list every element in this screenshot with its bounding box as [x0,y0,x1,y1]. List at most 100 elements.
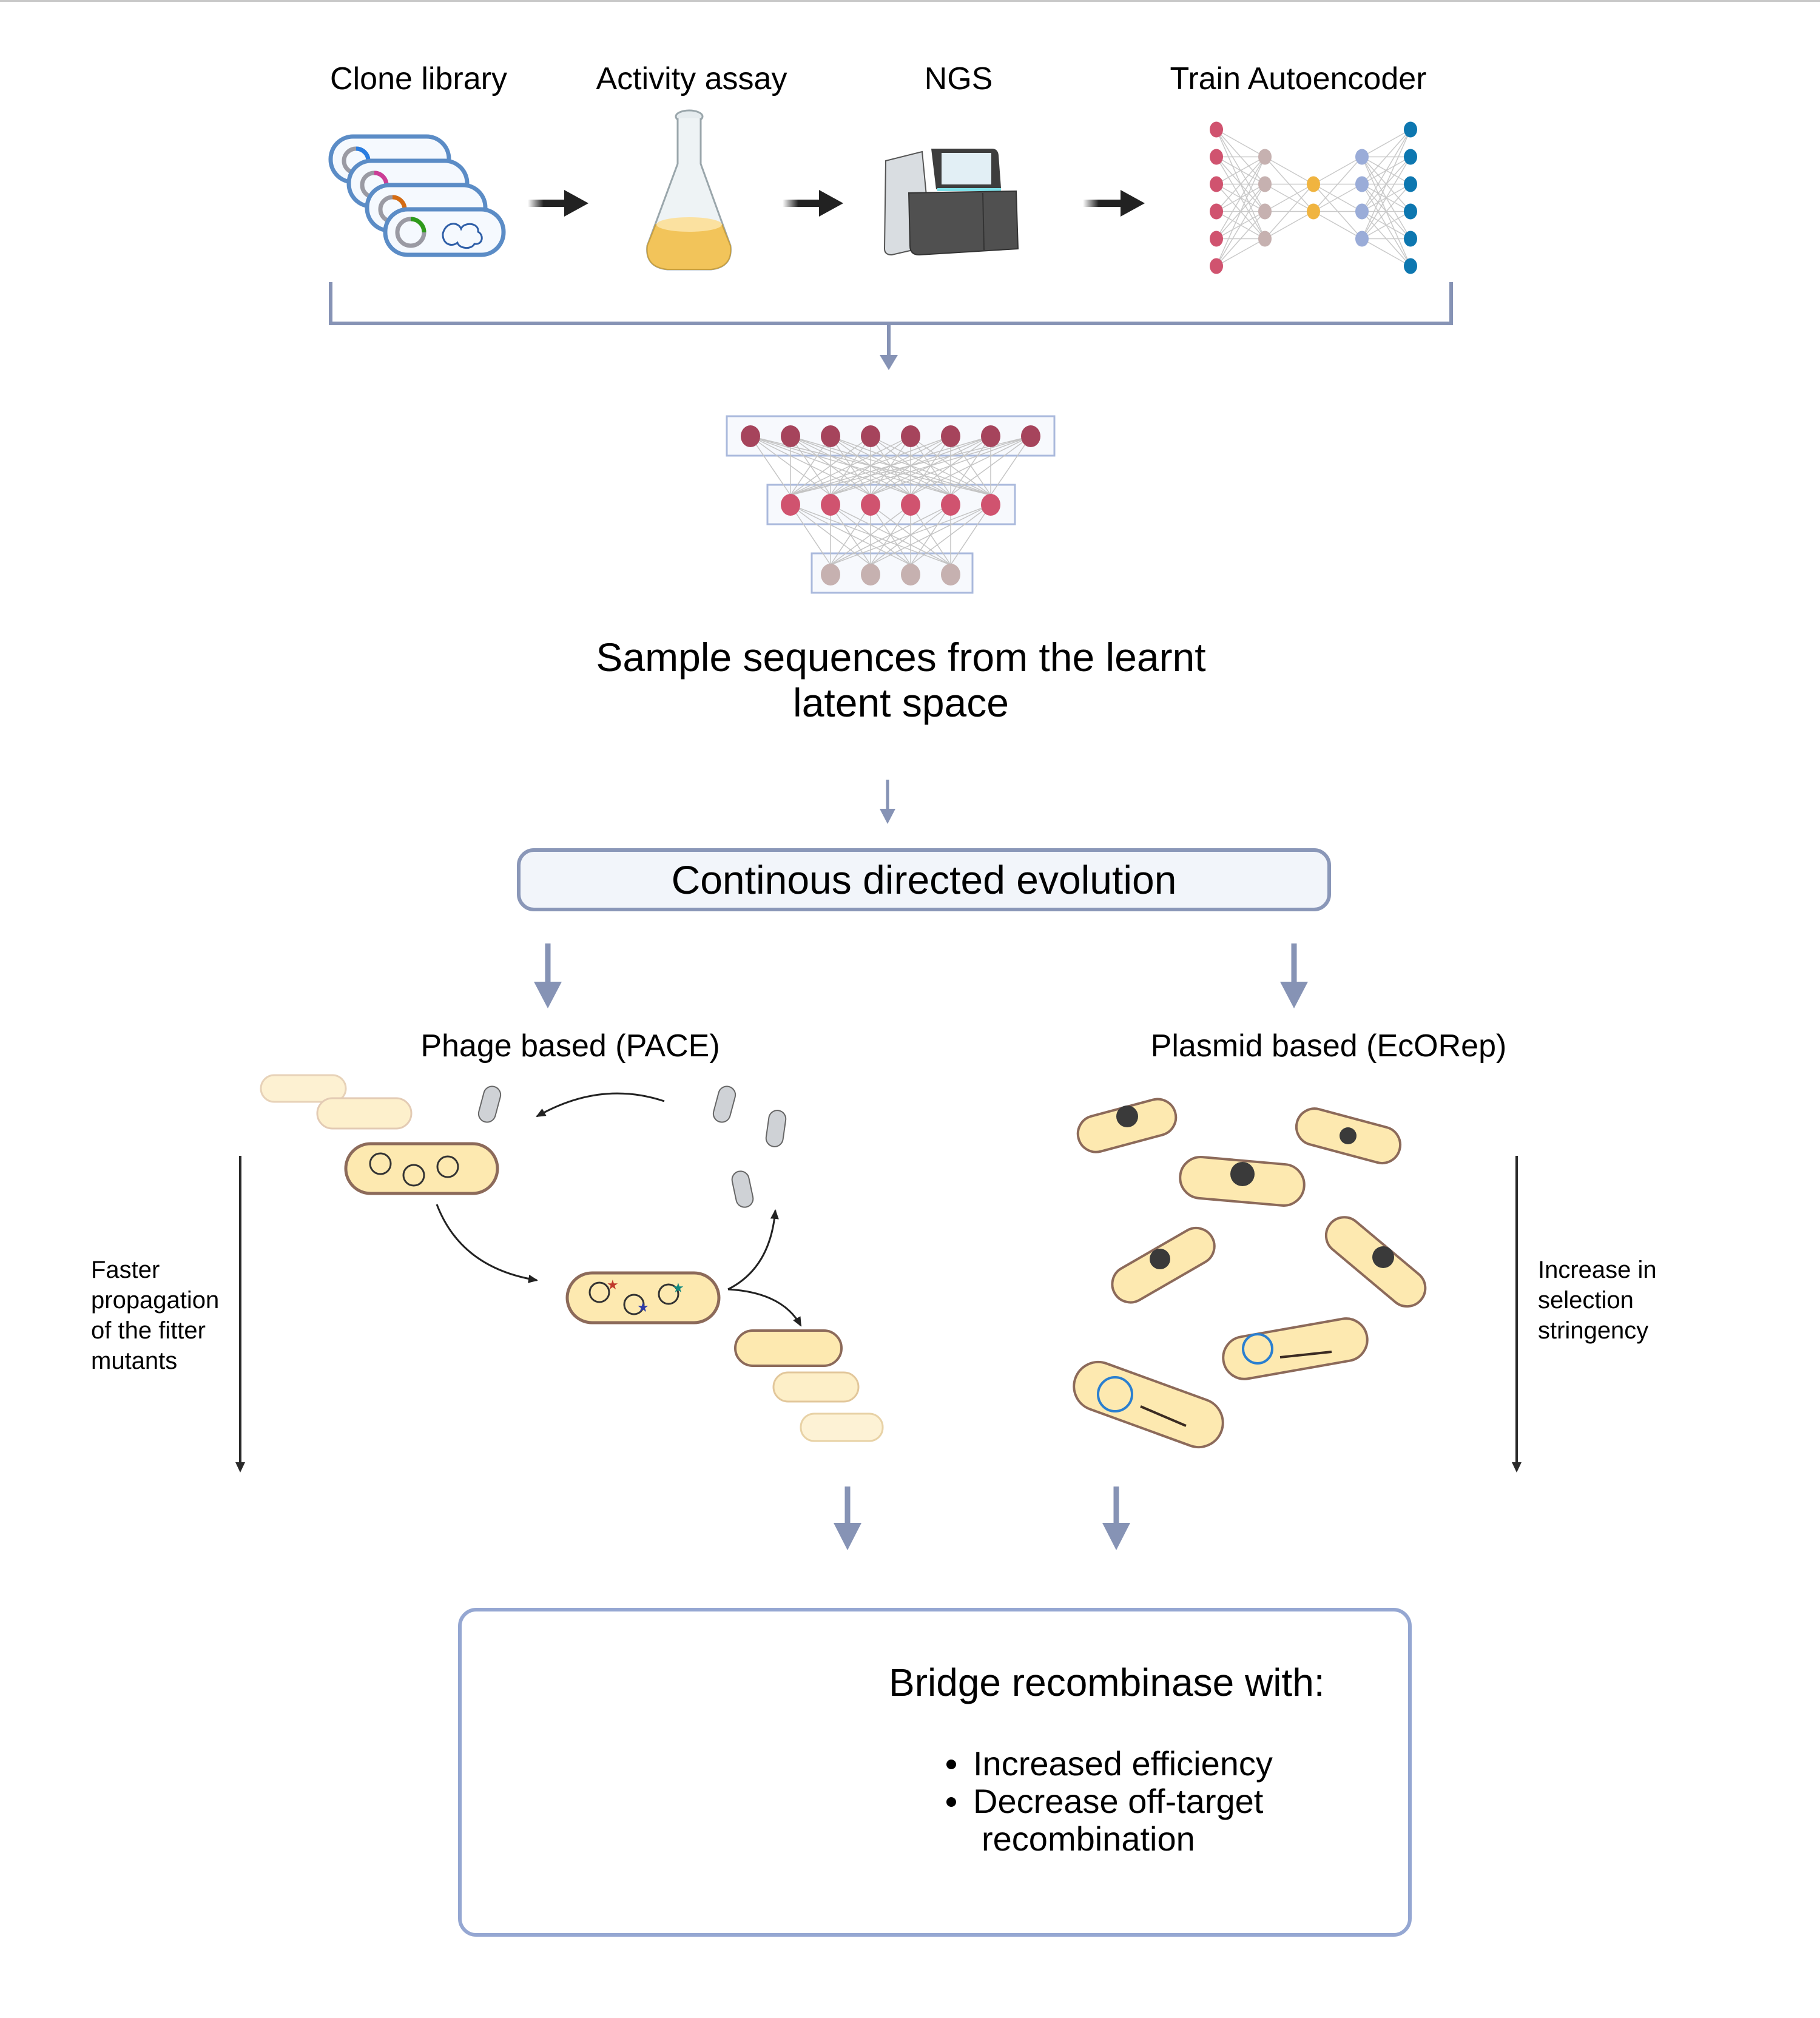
bullet-item: Increased efficiency [946,1745,1273,1783]
network-node [1355,149,1369,165]
network-node [1210,231,1223,247]
network-node [1307,203,1320,220]
network-edge [1361,129,1411,158]
host-cell [344,1142,499,1195]
network-edge [870,436,1031,496]
flow-arrow-2 [783,190,843,217]
network-node [1404,176,1417,192]
network-edge [1313,157,1363,212]
network-edge [1216,238,1266,267]
result-title: Bridge recombinase with: [889,1661,1325,1704]
network-edge [750,436,791,496]
network-edge [1216,157,1266,266]
network-edge [1361,157,1411,239]
svg-text:★: ★ [672,1280,684,1295]
network-node [901,494,920,516]
stage-label-ngs: NGS [924,61,993,96]
network-edge [1361,129,1411,212]
continuous-evolution-box: Continous directed evolution [517,848,1331,911]
network-edge [1264,156,1314,185]
svg-text:★: ★ [607,1277,619,1292]
network-edge [790,504,831,565]
skull-icon [1116,1105,1394,1269]
top-border [0,0,1820,2]
network-node [1210,258,1223,274]
network-node [901,564,920,585]
network-node [1258,203,1272,220]
network-node [1258,149,1272,165]
network-edge [1216,211,1266,266]
stage-label-train-autoencoder: Train Autoencoder [1170,61,1427,96]
network-edge [830,436,1031,496]
network-edge [910,436,1031,496]
bullet-continuation: recombination [982,1820,1195,1858]
network-edge [1264,183,1314,212]
network-edge [1216,184,1266,266]
network-node [1258,231,1272,247]
bullet-dot [946,1797,956,1807]
network-node [1210,149,1223,165]
network-node [1307,176,1320,192]
network-edge [1216,129,1266,158]
network-edge [1361,129,1411,184]
network-edge [790,436,831,496]
network-node [1258,176,1272,192]
network-edge [790,436,951,496]
network-edge [1313,183,1363,212]
network-node [821,494,840,516]
stage-label-clone-library: Clone library [330,61,507,96]
flow-arrow-1 [528,190,588,217]
network-node [1021,425,1040,447]
phage-side-note: Faster propagation of the fitter mutants [91,1257,220,1374]
network-node [941,564,960,585]
result-bullets: Increased efficiency Decrease off-target… [946,1745,1273,1858]
network-node [1404,231,1417,247]
network-node [861,564,880,585]
bullet-item: Decrease off-target [946,1783,1273,1820]
network-node [1210,121,1223,138]
erlenmeyer-flask-icon [646,109,732,271]
network-node [1355,231,1369,247]
phage-branch-title: Phage based (PACE) [420,1028,720,1064]
network-node [821,564,840,585]
network-edge [910,504,991,565]
sample-text-line2: latent space [793,680,1009,725]
network-node [1355,176,1369,192]
network-edge [790,436,911,496]
network-node [981,425,1000,447]
network-node [941,425,960,447]
result-box [458,1608,1412,1937]
ecorep-illustration [1073,1098,1427,1449]
network-edge [830,504,991,565]
svg-text:★: ★ [637,1300,649,1315]
network-node [1404,149,1417,165]
network-node [861,494,880,516]
network-edge [1264,211,1314,240]
mutant-cell: ★ ★ ★ [565,1271,721,1325]
network-node [1404,121,1417,138]
flow-arrow-down-phage [534,943,562,1008]
network-node [1210,203,1223,220]
network-node [901,425,920,447]
plasmid-side-note: Increase in selection stringency [1538,1257,1657,1344]
latent-network-icon [726,415,1056,594]
network-node [1355,203,1369,220]
bullet-dot [946,1760,956,1769]
network-node [781,494,800,516]
timeline-arrow-right [1512,1156,1522,1473]
flow-arrow-down-plasmid [1280,943,1308,1008]
network-node [1210,176,1223,192]
stage-label-activity-assay: Activity assay [596,61,787,96]
network-edge [1361,129,1411,239]
network-edge [1264,184,1314,239]
network-node [741,425,760,447]
network-edge [1313,211,1363,240]
bracket-connector [329,282,1453,370]
network-edge [870,504,991,565]
network-node [861,425,880,447]
network-edge [1361,211,1411,240]
bacteria-plasmid-library-icon [328,134,506,257]
network-edge [1313,156,1363,185]
network-edge [790,436,991,496]
pace-illustration: ★ ★ ★ [260,1074,884,1442]
